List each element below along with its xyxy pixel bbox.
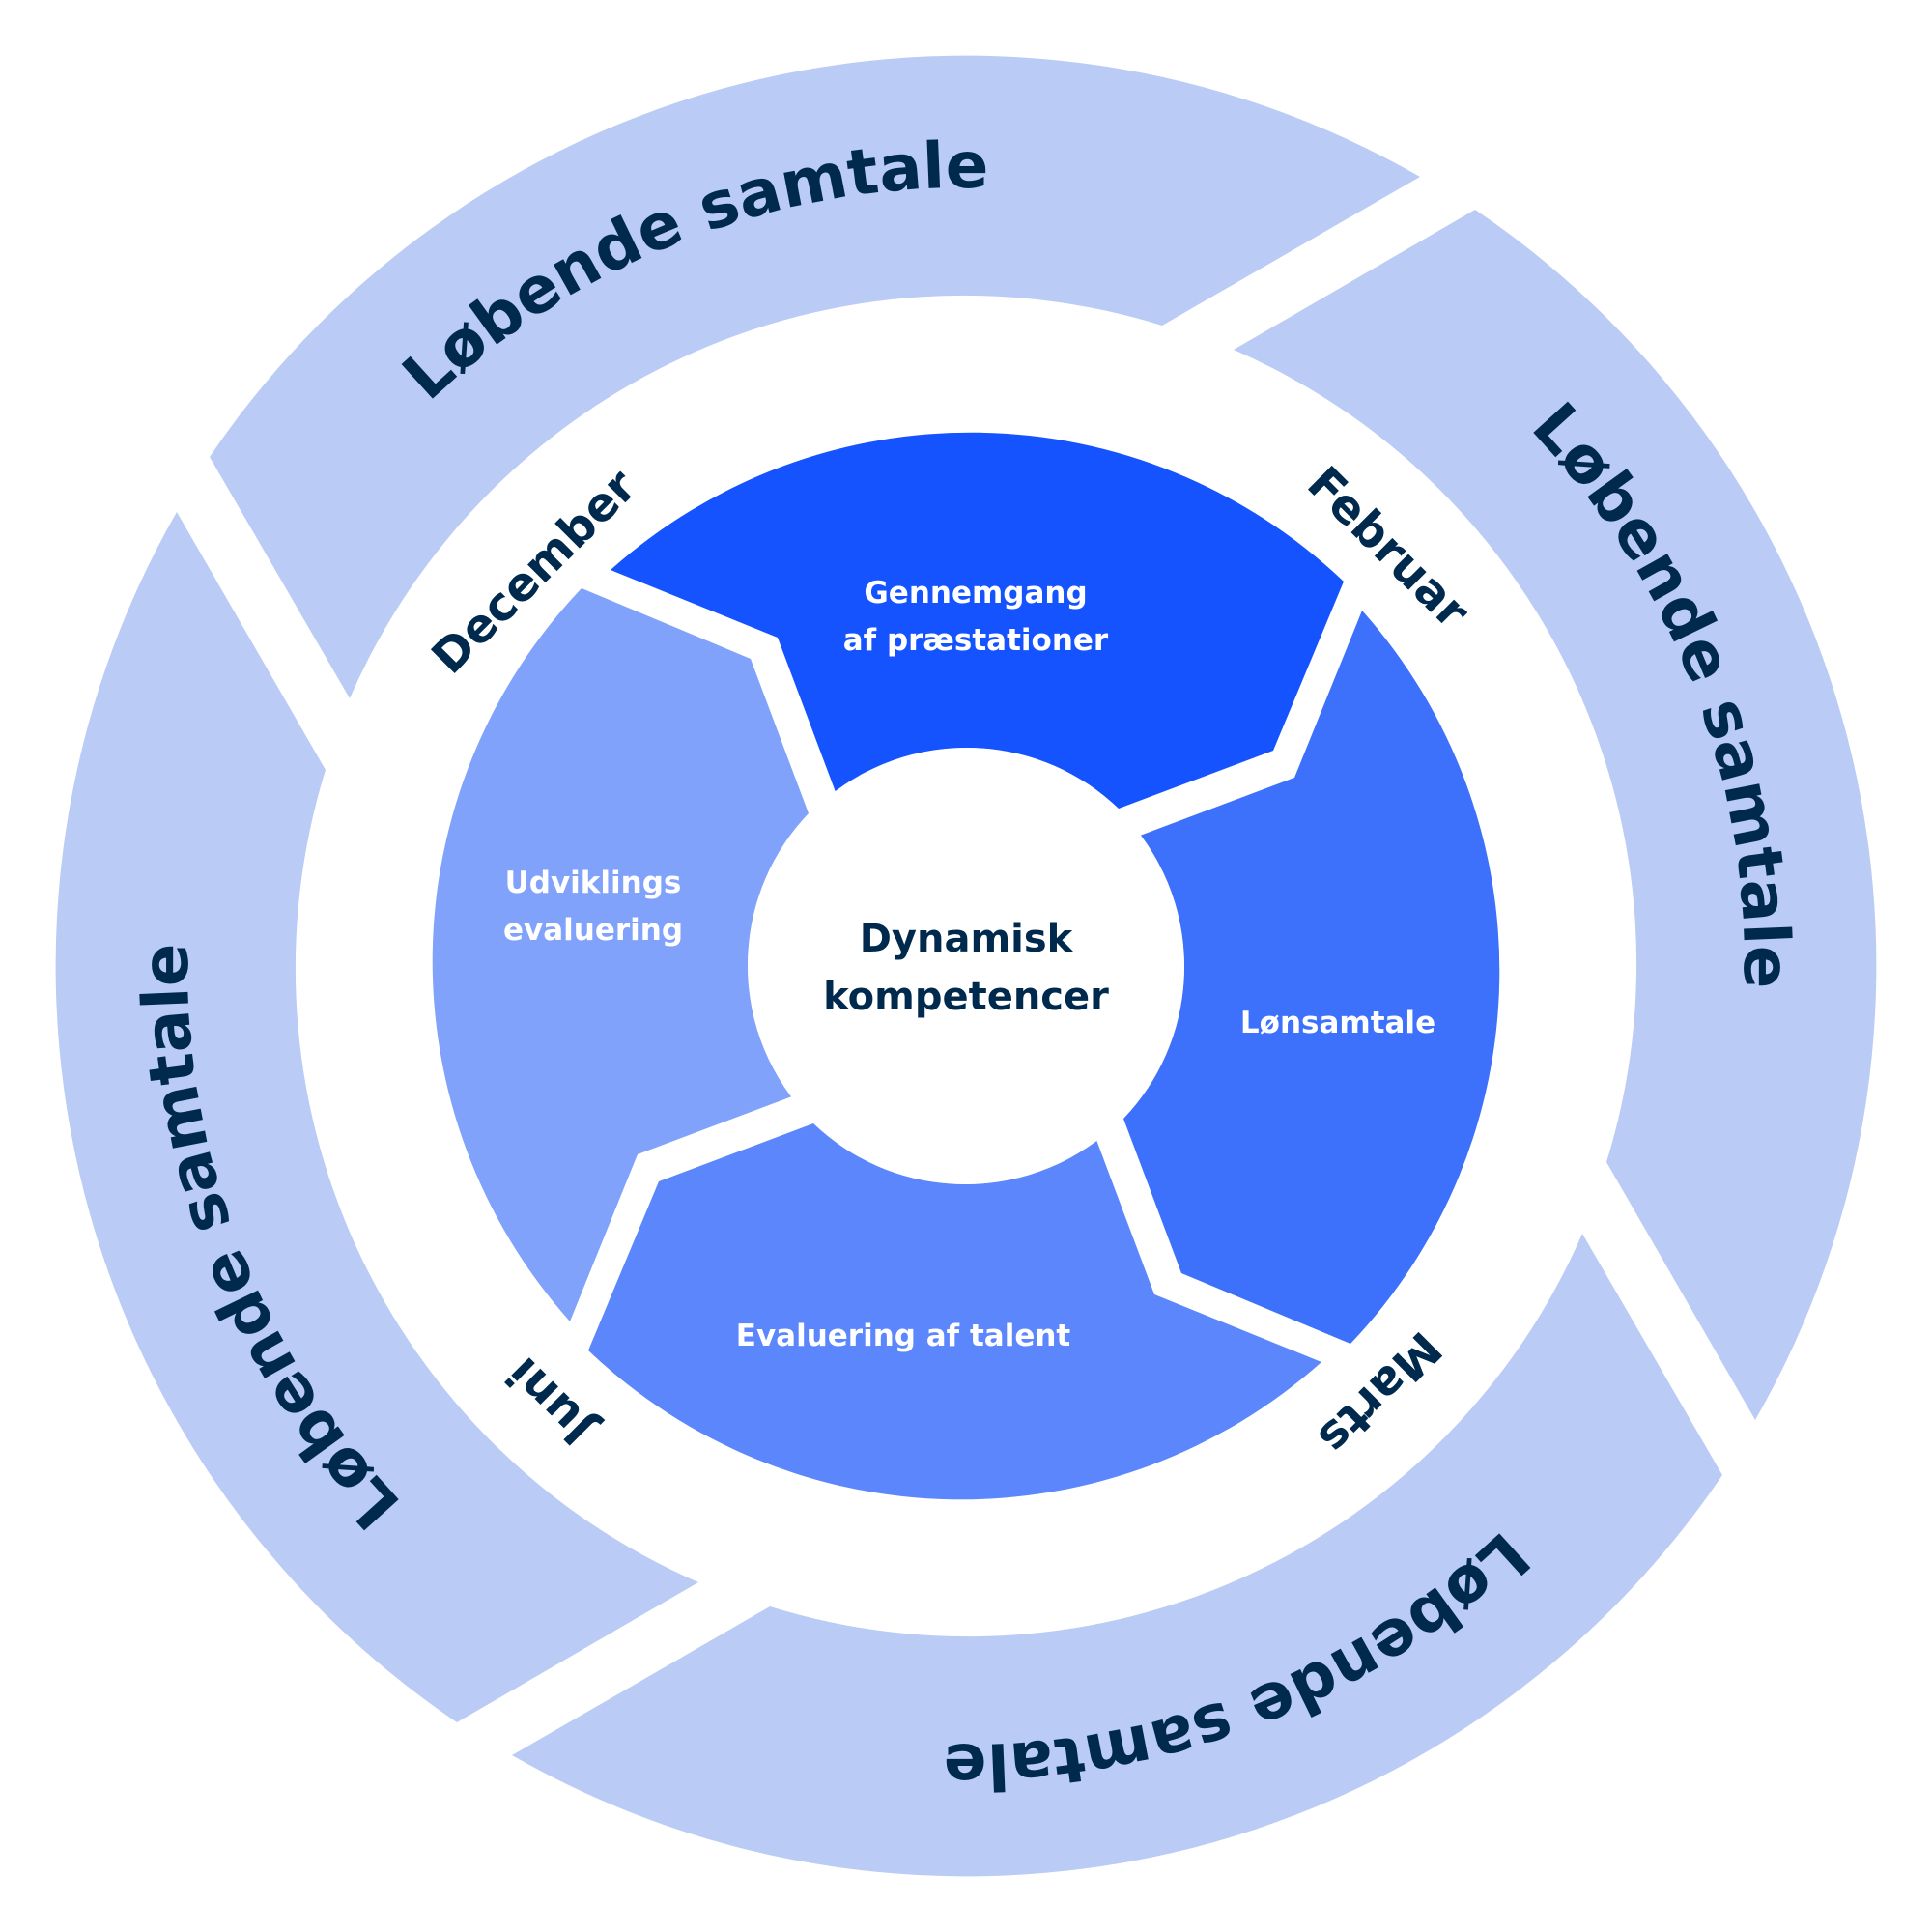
- inner-ring-labels: Gennemgang af præstationer Lønsamtale Ev…: [503, 576, 1435, 1353]
- outer-segment-top[interactable]: [210, 55, 1420, 698]
- outer-segment-bottom[interactable]: [512, 1234, 1722, 1877]
- inner-segment-development-evaluation[interactable]: [432, 588, 809, 1321]
- inner-label-talent-evaluation: Evaluering af talent: [736, 1319, 1071, 1353]
- inner-label-salary-talk: Lønsamtale: [1240, 1006, 1435, 1040]
- center-label-line2: kompetencer: [823, 975, 1109, 1019]
- outer-segment-left[interactable]: [55, 512, 699, 1722]
- center-label-line1: Dynamisk: [860, 917, 1074, 961]
- outer-segment-right[interactable]: [1234, 210, 1877, 1420]
- month-label-juni: Juni: [497, 1347, 607, 1457]
- inner-segment-talent-evaluation[interactable]: [588, 1123, 1321, 1500]
- inner-ring: [432, 432, 1500, 1500]
- month-label-marts: Marts: [1307, 1321, 1451, 1464]
- center-circle: [748, 748, 1184, 1184]
- inner-segment-salary-talk[interactable]: [1123, 611, 1500, 1344]
- inner-label-performance-review-line2: af præstationer: [843, 623, 1109, 658]
- inner-label-performance-review-line1: Gennemgang: [864, 576, 1087, 611]
- inner-label-development-evaluation-line1: Udviklings: [505, 866, 682, 900]
- inner-segment-performance-review[interactable]: [611, 432, 1344, 809]
- center-labels: Dynamisk kompetencer: [823, 917, 1109, 1019]
- outer-ring: [55, 55, 1877, 1877]
- inner-label-development-evaluation-line2: evaluering: [503, 913, 683, 948]
